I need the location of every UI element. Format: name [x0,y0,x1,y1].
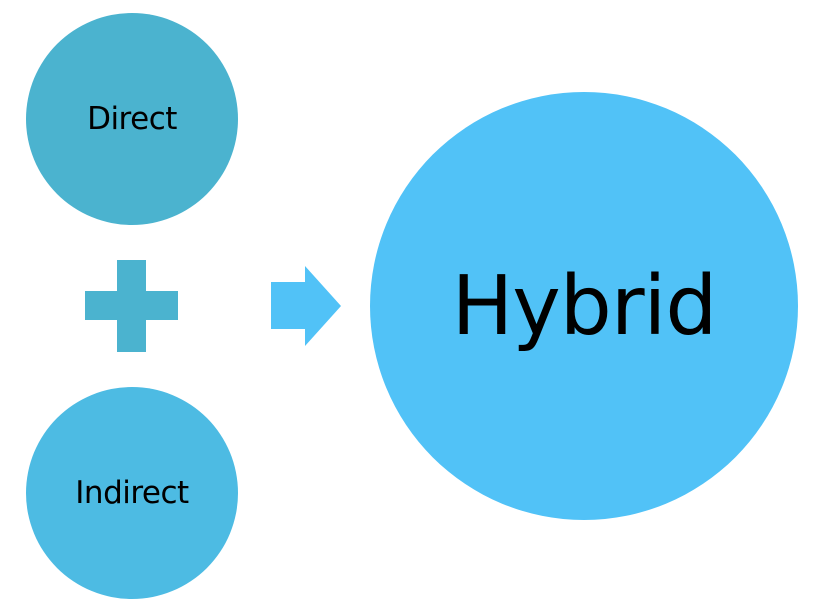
indirect-node: Indirect [26,387,238,599]
arrow-shape [271,266,341,346]
plus-shape [85,260,178,352]
indirect-label: Indirect [75,475,189,511]
hybrid-node: Hybrid [370,92,798,520]
direct-label: Direct [87,101,177,137]
plus-icon [85,260,178,352]
direct-node: Direct [26,13,238,225]
hybrid-label: Hybrid [451,258,718,354]
arrow-right-icon [271,266,341,346]
